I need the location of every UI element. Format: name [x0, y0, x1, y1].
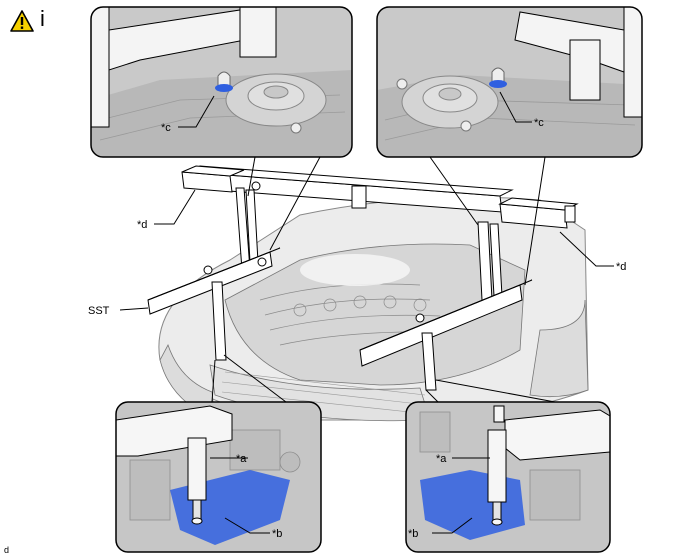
label-b-right: *b: [408, 528, 418, 540]
label-a-left: *a: [236, 453, 247, 465]
label-b-left: *b: [272, 528, 282, 540]
engine-bay-scene: [147, 165, 589, 422]
callout-lines: [119, 91, 614, 534]
inset-top-right: [376, 6, 643, 158]
callout-labels: *c *c *d *d SST *a *a *b *b: [88, 117, 626, 540]
label-a-right: *a: [436, 453, 447, 465]
label-d-right: *d: [616, 261, 626, 273]
info-letter: i: [40, 6, 45, 31]
inset-top-left: [90, 6, 353, 158]
inset-bottom-right: [405, 401, 611, 553]
label-sst: SST: [88, 305, 110, 317]
label-c-right: *c: [534, 117, 544, 129]
footnote-code: d: [4, 545, 10, 555]
sst-frame: [147, 165, 579, 391]
label-c-left: *c: [161, 122, 171, 134]
label-d-left: *d: [137, 219, 147, 231]
inset-bottom-left: [115, 401, 322, 553]
warning-triangle-icon: [10, 10, 34, 32]
